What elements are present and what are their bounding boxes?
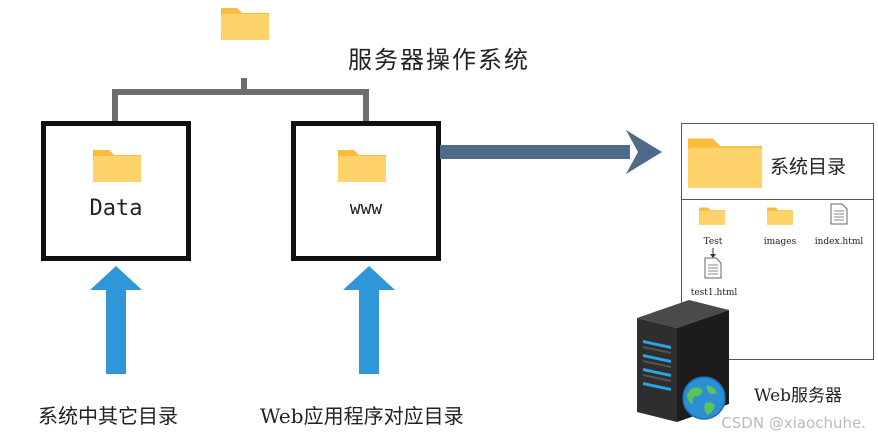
file-item-label: Test — [703, 237, 723, 247]
folder-icon — [767, 207, 793, 225]
document-icon — [830, 203, 848, 225]
globe-icon — [682, 376, 726, 420]
system-directory-title: 系统目录 — [770, 156, 847, 178]
root-folder-icon — [221, 8, 269, 40]
file-item-label: index.html — [814, 237, 864, 247]
system-directory-panel: 系统目录 Test images index.html test1.html — [681, 123, 874, 360]
web-app-directory-caption: Web应用程序对应目录 — [260, 404, 464, 428]
folder-icon — [338, 150, 386, 182]
link-arrow-icon — [710, 248, 716, 258]
www-directory-label: www — [349, 198, 383, 219]
data-directory-box: Data — [41, 121, 191, 261]
web-server-label: Web服务器 — [754, 386, 843, 406]
file-item-label: test1.html — [690, 288, 738, 298]
arrow-up-icon — [90, 266, 142, 374]
data-directory-label: Data — [89, 196, 143, 221]
file-item-label: images — [763, 237, 797, 247]
folder-icon — [93, 150, 141, 182]
document-icon — [704, 257, 722, 279]
root-title: 服务器操作系统 — [348, 46, 530, 74]
www-directory-box: www — [291, 121, 441, 261]
arrow-up-icon — [343, 266, 395, 374]
other-directories-caption: 系统中其它目录 — [38, 404, 178, 428]
folder-icon — [699, 207, 725, 225]
watermark: CSDN @xiaochuhe. — [721, 414, 866, 432]
arrow-right-icon — [440, 130, 662, 174]
folder-icon — [688, 138, 762, 188]
panel-divider — [682, 199, 873, 200]
